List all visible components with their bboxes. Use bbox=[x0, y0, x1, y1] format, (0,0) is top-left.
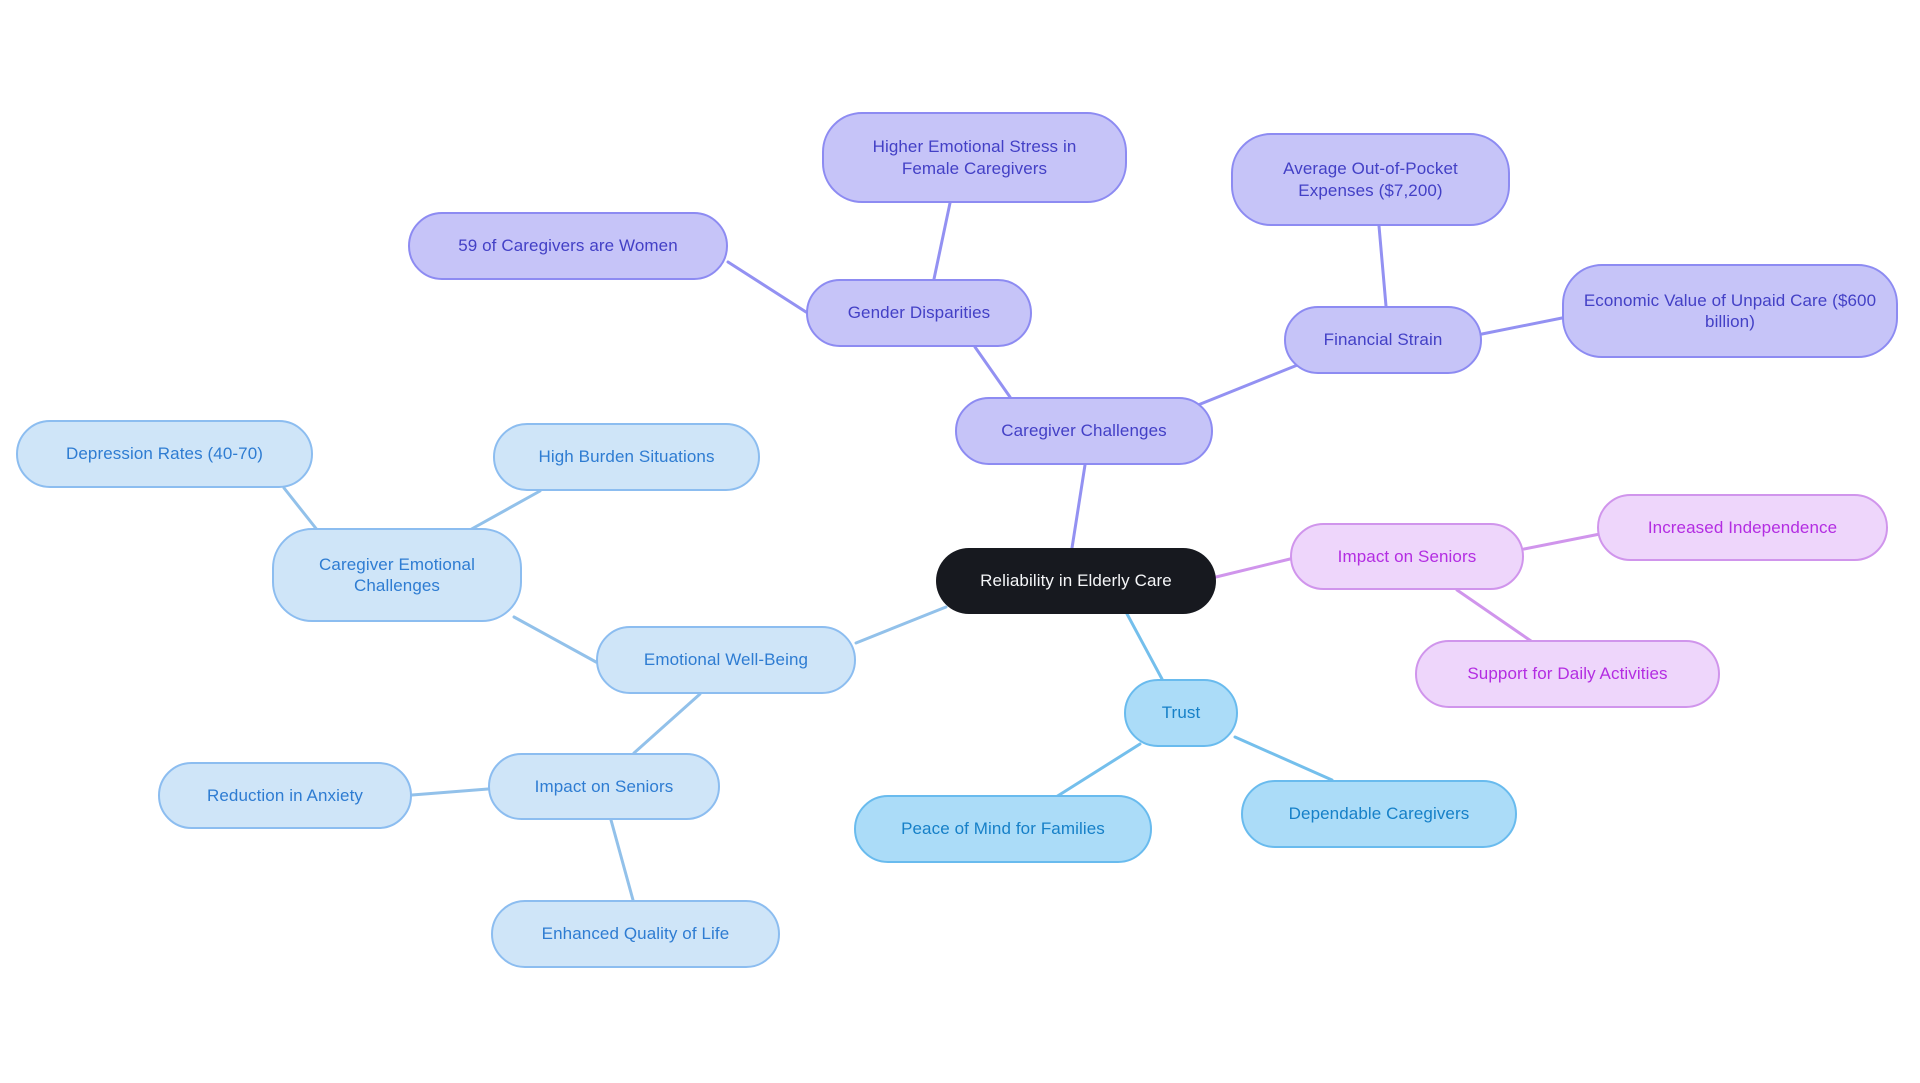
node-depression-rates[interactable]: Depression Rates (40-70) bbox=[16, 420, 313, 488]
node-enhanced-quality-of-life[interactable]: Enhanced Quality of Life bbox=[491, 900, 780, 968]
node-label: Financial Strain bbox=[1323, 330, 1443, 350]
edge-impact-pink-increased-independence bbox=[1522, 532, 1602, 551]
node-higher-emotional-stress[interactable]: Higher Emotional Stress in Female Caregi… bbox=[822, 112, 1127, 203]
node-emotional-well-being[interactable]: Emotional Well-Being bbox=[596, 626, 856, 694]
node-trust[interactable]: Trust bbox=[1124, 679, 1238, 747]
node-label: Emotional Well-Being bbox=[643, 650, 809, 670]
node-impact-on-seniors-blue[interactable]: Impact on Seniors bbox=[488, 753, 720, 820]
node-label: Caregiver Emotional Challenges bbox=[319, 554, 475, 595]
edge-emotional-wellbeing-caregiver-emotional bbox=[512, 615, 598, 664]
edge-root-trust bbox=[1124, 610, 1164, 681]
node-dependable-caregivers[interactable]: Dependable Caregivers bbox=[1241, 780, 1517, 848]
node-label: Increased Independence bbox=[1647, 517, 1838, 537]
node-impact-on-seniors-pink[interactable]: Impact on Seniors bbox=[1290, 523, 1524, 590]
edge-root-caregiver-challenges bbox=[1070, 463, 1087, 550]
edge-caregiver-challenges-gender-disparities bbox=[973, 345, 1012, 399]
node-financial-strain[interactable]: Financial Strain bbox=[1284, 306, 1482, 374]
node-label: Support for Daily Activities bbox=[1467, 664, 1668, 684]
edge-impact-pink-support-daily bbox=[1455, 588, 1533, 643]
node-59-of-caregivers-are-women[interactable]: 59 of Caregivers are Women bbox=[408, 212, 728, 280]
node-label: Peace of Mind for Families bbox=[901, 819, 1105, 839]
node-label: Impact on Seniors bbox=[534, 776, 674, 796]
node-increased-independence[interactable]: Increased Independence bbox=[1597, 494, 1888, 561]
node-label: Trust bbox=[1161, 703, 1201, 723]
node-label: Economic Value of Unpaid Care ($600 bill… bbox=[1583, 290, 1877, 331]
node-label: Average Out-of-Pocket Expenses ($7,200) bbox=[1283, 159, 1458, 200]
edge-trust-dependable-caregivers bbox=[1233, 735, 1334, 782]
node-gender-disparities[interactable]: Gender Disparities bbox=[806, 279, 1032, 347]
node-label: High Burden Situations bbox=[538, 447, 715, 467]
node-reduction-in-anxiety[interactable]: Reduction in Anxiety bbox=[158, 762, 412, 829]
edge-trust-peace-of-mind bbox=[1054, 742, 1142, 799]
edge-financial-strain-avg-expenses bbox=[1377, 224, 1388, 308]
edge-impact-on-seniors-reduction-anxiety bbox=[410, 787, 490, 797]
node-economic-value-unpaid-care[interactable]: Economic Value of Unpaid Care ($600 bill… bbox=[1562, 264, 1898, 358]
node-label: Impact on Seniors bbox=[1337, 546, 1477, 566]
node-label: Dependable Caregivers bbox=[1288, 804, 1470, 824]
node-support-for-daily-activities[interactable]: Support for Daily Activities bbox=[1415, 640, 1720, 708]
edge-root-emotional-wellbeing bbox=[854, 605, 948, 645]
node-high-burden-situations[interactable]: High Burden Situations bbox=[493, 423, 760, 491]
root-node-label: Reliability in Elderly Care bbox=[980, 571, 1172, 591]
edge-gender-disparities-higher-stress bbox=[932, 201, 952, 281]
node-label: Reduction in Anxiety bbox=[206, 785, 364, 805]
node-label: Enhanced Quality of Life bbox=[541, 924, 730, 944]
node-label: 59 of Caregivers are Women bbox=[458, 236, 678, 256]
node-avg-out-of-pocket-expenses[interactable]: Average Out-of-Pocket Expenses ($7,200) bbox=[1231, 133, 1510, 226]
edge-impact-on-seniors-enhanced-quality bbox=[609, 818, 635, 902]
node-caregiver-challenges[interactable]: Caregiver Challenges bbox=[955, 397, 1213, 465]
node-peace-of-mind-for-families[interactable]: Peace of Mind for Families bbox=[854, 795, 1152, 863]
node-label: Higher Emotional Stress in Female Caregi… bbox=[872, 137, 1077, 178]
edge-caregiver-emotional-depression-rates bbox=[282, 486, 320, 533]
edge-financial-strain-economic-value bbox=[1480, 316, 1564, 336]
node-label: Gender Disparities bbox=[847, 303, 991, 323]
edge-gender-disparities-59-of-caregivers bbox=[726, 260, 808, 314]
node-caregiver-emotional-challenges[interactable]: Caregiver Emotional Challenges bbox=[272, 528, 522, 622]
edge-caregiver-emotional-high-burden bbox=[466, 489, 542, 533]
edge-caregiver-challenges-financial-strain bbox=[1196, 362, 1302, 407]
node-label: Depression Rates (40-70) bbox=[65, 444, 264, 464]
edge-root-impact-on-seniors-pink bbox=[1214, 557, 1292, 579]
edge-emotional-wellbeing-impact-on-seniors bbox=[632, 692, 702, 755]
node-label: Caregiver Challenges bbox=[1001, 421, 1167, 441]
node-reliability-in-elderly-care[interactable]: Reliability in Elderly Care bbox=[936, 548, 1216, 614]
